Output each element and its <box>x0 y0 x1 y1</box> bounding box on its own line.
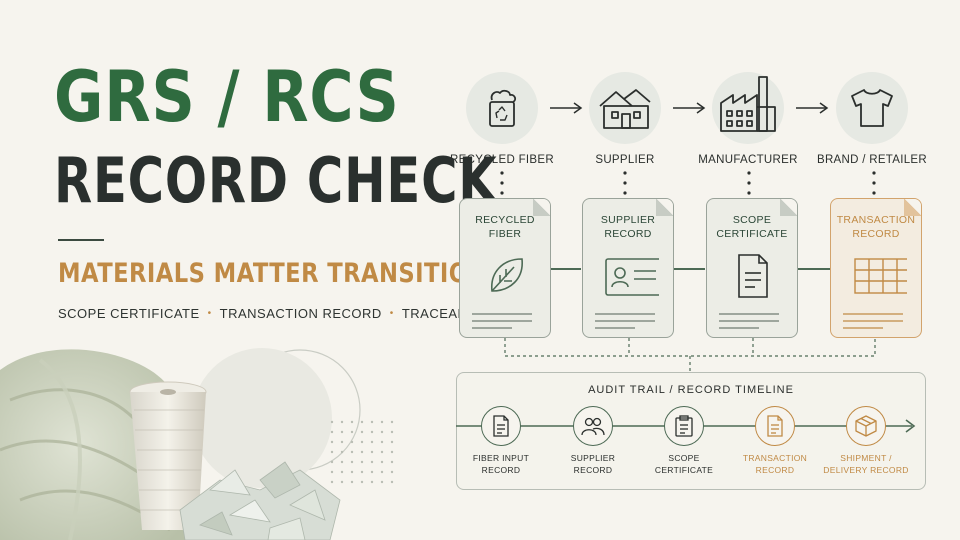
timeline-node-scope-certificate: SCOPE CERTIFICATE <box>629 406 739 476</box>
document-connector <box>674 268 705 270</box>
dashed-connector <box>504 338 876 372</box>
timeline-node-label: TRANSACTION RECORD <box>742 453 808 475</box>
title-line-2: RECORD CHECK <box>54 144 498 217</box>
tshirt-icon <box>851 89 893 127</box>
tagline-separator: • <box>207 308 212 319</box>
timeline-node-transaction-record: TRANSACTION RECORD <box>720 406 830 476</box>
title-divider <box>58 239 104 241</box>
text-lines-decoration <box>472 313 532 329</box>
document-icon <box>767 415 783 437</box>
house-icon <box>599 89 651 129</box>
text-lines-decoration <box>595 313 655 329</box>
textile-illustration <box>0 348 400 540</box>
entity-label: MANUFACTURER <box>698 154 798 166</box>
entity-label: SUPPLIER <box>595 154 655 166</box>
timeline-node-label: SCOPE CERTIFICATE <box>654 453 714 475</box>
document-card-scope-certificate: SCOPE CERTIFICATE <box>706 198 798 338</box>
tagline: SCOPE CERTIFICATE • TRANSACTION RECORD •… <box>58 306 500 321</box>
id-card-icon <box>605 258 659 296</box>
document-card-supplier-record: SUPPLIER RECORD <box>582 198 674 338</box>
entity-recycled-fiber: RECYCLED FIBER <box>442 72 562 166</box>
table-grid-icon <box>854 258 907 294</box>
document-connector <box>797 268 830 270</box>
recycle-bin-icon <box>489 89 517 127</box>
timeline-title: AUDIT TRAIL / RECORD TIMELINE <box>588 384 794 396</box>
vertical-dots-connector <box>500 171 504 195</box>
timeline-node-label: FIBER INPUT RECORD <box>472 453 530 475</box>
vertical-dots-connector <box>872 171 876 195</box>
flow-arrow-icon <box>550 102 583 114</box>
tagline-separator: • <box>389 308 394 319</box>
document-card-transaction-record: TRANSACTION RECORD <box>830 198 922 338</box>
factory-icon <box>720 76 776 132</box>
document-title: SCOPE CERTIFICATE <box>716 214 788 240</box>
entity-label: BRAND / RETAILER <box>816 154 928 166</box>
document-title: RECYCLED FIBER <box>475 214 535 240</box>
subtitle: MATERIALS MATTER TRANSITION <box>58 258 488 289</box>
text-lines-decoration <box>719 313 779 329</box>
vertical-dots-connector <box>747 171 751 195</box>
text-lines-decoration <box>843 313 903 329</box>
flow-arrow-icon <box>673 102 706 114</box>
tagline-item: SCOPE CERTIFICATE <box>58 306 200 321</box>
timeline-node-shipment: SHIPMENT / DELIVERY RECORD <box>811 406 921 476</box>
timeline-node-fiber-input: FIBER INPUT RECORD <box>446 406 556 476</box>
document-title: TRANSACTION RECORD <box>836 214 916 240</box>
document-card-recycled-fiber: RECYCLED FIBER <box>459 198 551 338</box>
leaf-icon <box>491 258 523 292</box>
vertical-dots-connector <box>623 171 627 195</box>
timeline-node-label: SUPPLIER RECORD <box>570 453 616 475</box>
timeline-node-supplier: SUPPLIER RECORD <box>538 406 648 476</box>
title-line-1: GRS / RCS <box>54 56 400 138</box>
flow-arrow-icon <box>796 102 829 114</box>
document-title: SUPPLIER RECORD <box>600 214 656 240</box>
people-icon <box>581 417 605 436</box>
entity-supplier: SUPPLIER <box>565 72 685 166</box>
clipboard-icon <box>675 415 693 437</box>
entity-brand-retailer: BRAND / RETAILER <box>812 72 932 166</box>
document-icon <box>493 415 509 437</box>
document-connector <box>551 268 581 270</box>
timeline-node-label: SHIPMENT / DELIVERY RECORD <box>823 453 909 475</box>
document-icon <box>738 254 768 298</box>
entity-label: RECYCLED FIBER <box>450 154 554 166</box>
tagline-item: TRANSACTION RECORD <box>219 306 382 321</box>
box-icon <box>855 415 877 437</box>
entity-manufacturer: MANUFACTURER <box>688 72 808 166</box>
